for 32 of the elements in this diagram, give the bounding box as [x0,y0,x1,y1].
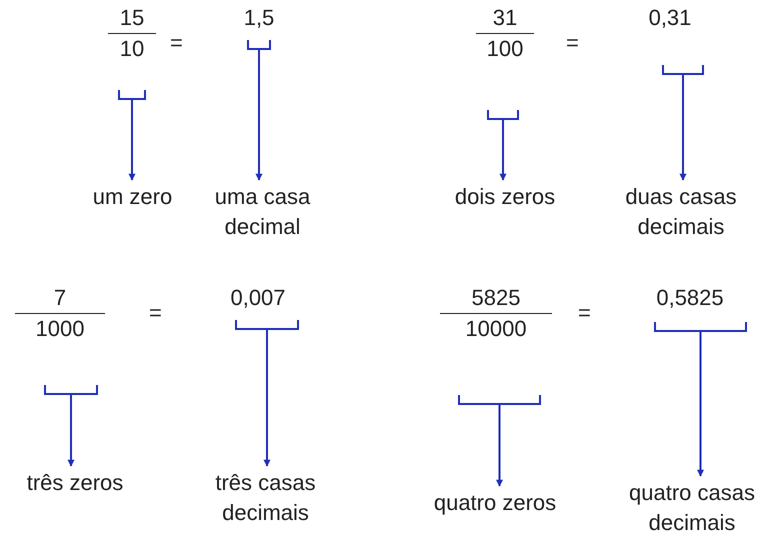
arrow [68,395,74,467]
arrow [128,100,136,181]
equals-sign: = [170,30,183,56]
denominator: 1000 [34,316,86,342]
decimal-number: 0,31 [648,5,692,31]
numerator: 15 [118,5,146,31]
denominator: 10000 [464,316,528,342]
denominator: 10 [118,36,146,62]
arrow [697,332,704,477]
numerator: 31 [492,5,518,31]
decimal-number: 0,007 [229,285,287,311]
numerator: 5825 [470,285,522,311]
label-text: duas casas decimais [598,182,764,244]
equals-sign: = [578,300,591,326]
denominator: 100 [486,36,524,62]
decimal-number: 1,5 [242,5,276,31]
label-text: um zero [70,182,195,242]
arrow [680,75,686,181]
label-text: dois zeros [425,182,585,222]
arrow [496,405,503,487]
label-text: quatro zeros [405,488,585,528]
equals-sign: = [149,300,162,326]
label-text: três zeros [0,468,150,508]
arrow [256,50,262,181]
label-text: quatro casas decimais [612,478,772,540]
numerator: 7 [52,285,68,311]
decimal-number: 0,5825 [655,285,725,311]
equals-sign: = [566,30,579,56]
label-text: uma casa decimal [200,182,325,244]
label-text: três casas decimais [183,468,348,530]
arrow [264,330,270,467]
arrow [500,120,506,181]
